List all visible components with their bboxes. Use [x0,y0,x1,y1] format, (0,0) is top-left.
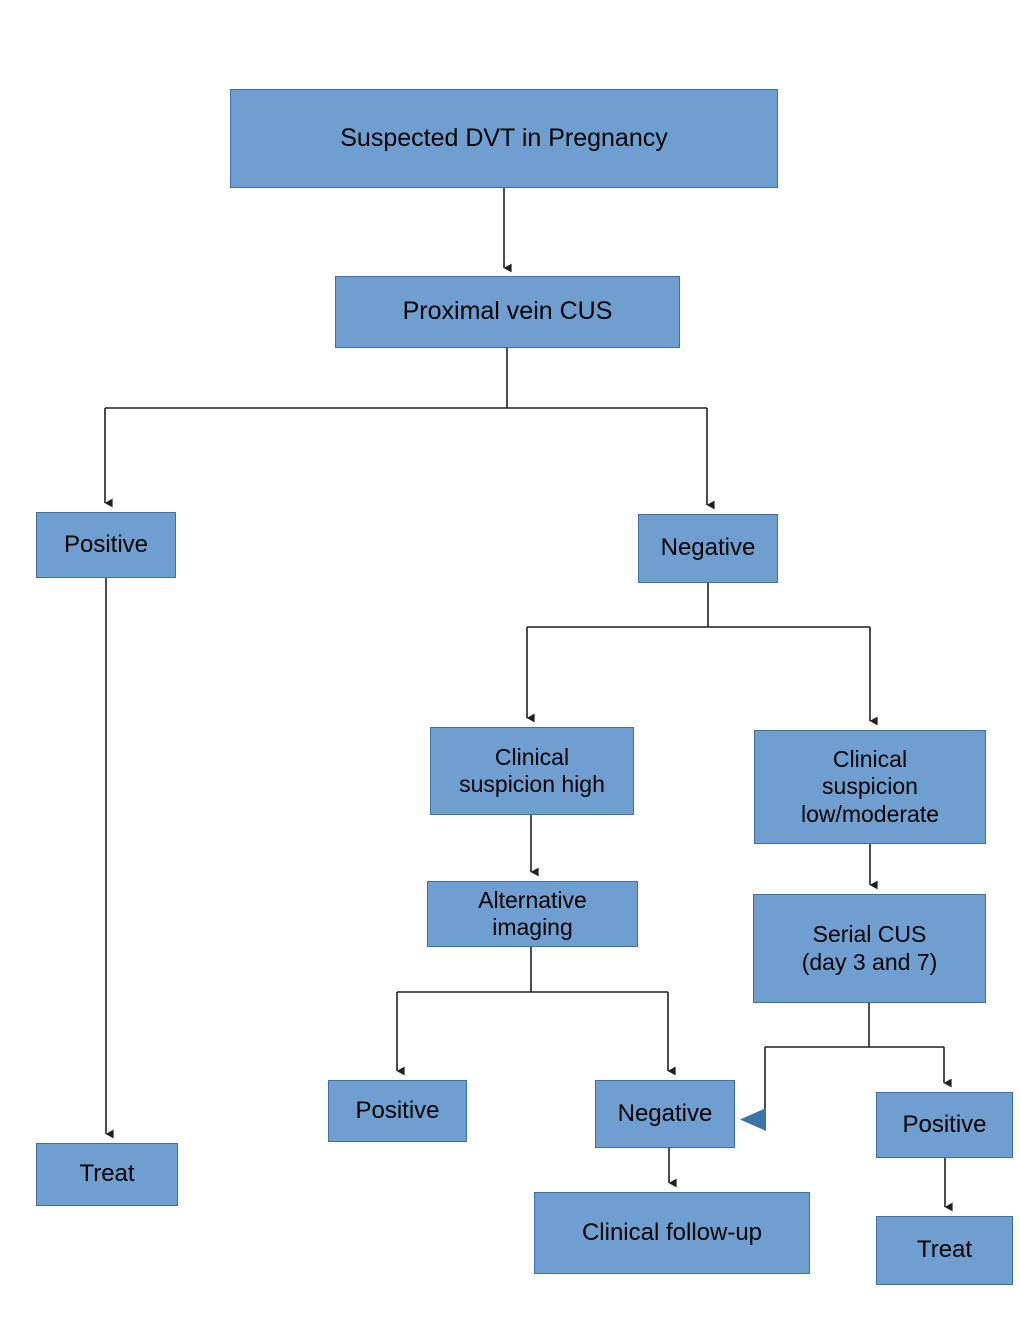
node-proximal-vein-cus[interactable]: Proximal vein CUS [335,276,680,348]
node-cus-negative[interactable]: Negative [638,514,778,583]
node-serial-cus-positive[interactable]: Positive [876,1092,1013,1158]
accent-arrowhead-icon [740,1108,766,1131]
node-clinical-suspicion-low-moderate[interactable]: Clinical suspicion low/moderate [754,730,986,844]
node-serial-cus[interactable]: Serial CUS (day 3 and 7) [753,894,986,1003]
node-treat-left[interactable]: Treat [36,1143,178,1206]
node-clinical-suspicion-high[interactable]: Clinical suspicion high [430,727,634,815]
node-alt-imaging-negative[interactable]: Negative [595,1080,735,1148]
node-suspected-dvt-in-pregnancy[interactable]: Suspected DVT in Pregnancy [230,89,778,188]
node-treat-right[interactable]: Treat [876,1216,1013,1285]
node-alt-imaging-positive[interactable]: Positive [328,1080,467,1142]
node-cus-positive[interactable]: Positive [36,512,176,578]
node-alternative-imaging[interactable]: Alternative imaging [427,881,638,947]
node-clinical-follow-up[interactable]: Clinical follow-up [534,1192,810,1274]
